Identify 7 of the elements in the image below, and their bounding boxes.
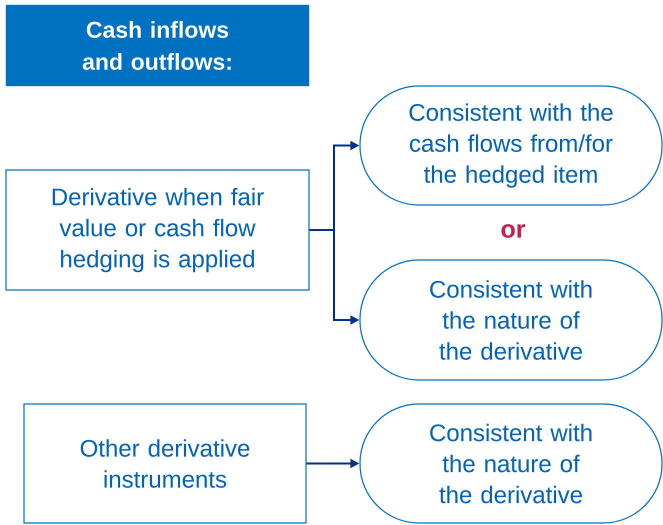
result-pill: Consistent with the nature of the derivative	[359, 259, 663, 381]
heading-box: Cash inflows and outflows:	[6, 4, 310, 86]
separator-word: or	[501, 224, 526, 238]
process-box: Derivative when fair value or cash flow hedging is applied	[5, 169, 310, 291]
result-pill: Consistent with the cash flows from/for the hedged item	[359, 85, 663, 206]
process-box: Other derivative instruments	[23, 403, 307, 524]
result-pill: Consistent with the nature of the derivative	[359, 403, 663, 524]
